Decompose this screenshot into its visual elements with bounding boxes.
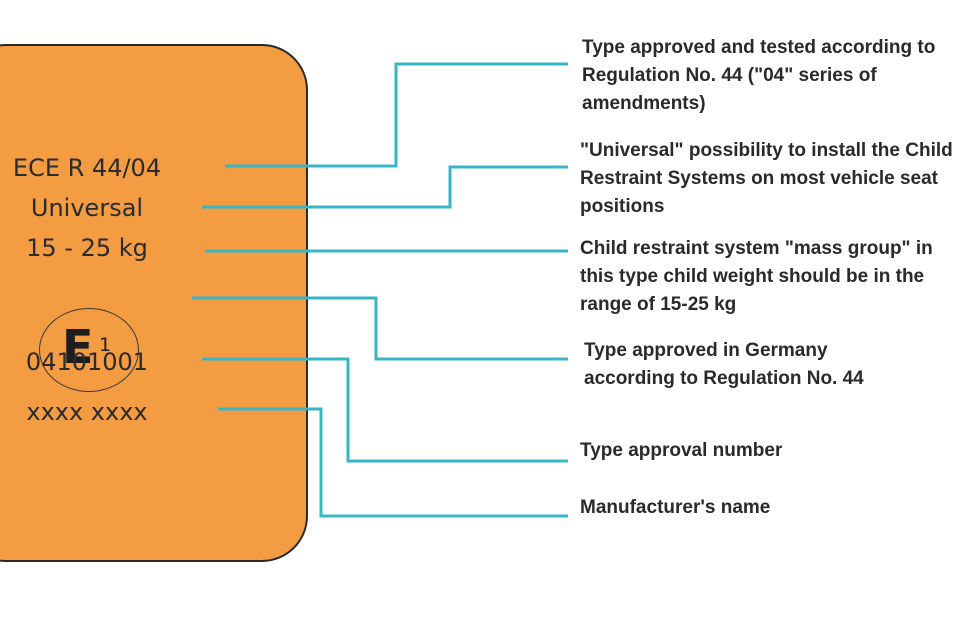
card-approval-number: 04101001	[25, 348, 149, 376]
leader-line-category	[202, 165, 568, 209]
card-manufacturer: xxxx xxxx	[26, 398, 148, 426]
description-manufacturer: Manufacturer's name	[580, 497, 771, 518]
leader-line-manufacturer	[218, 407, 568, 518]
approval-mark-letter: E	[62, 320, 94, 374]
description-approval-mark: Type approved in Germany according to Re…	[584, 340, 864, 389]
description-regulation: Type approved and tested according to Re…	[582, 37, 936, 114]
leader-line-approval-mark	[192, 296, 568, 361]
leader-lines	[192, 62, 568, 518]
card-regulation: ECE R 44/04	[12, 154, 162, 182]
leader-line-approval-number	[202, 357, 568, 463]
description-approval-number: Type approval number	[580, 440, 783, 461]
approval-mark-country-number: 1	[99, 334, 112, 356]
approval-mark-circle	[39, 308, 139, 392]
description-mass-range: Child restraint system "mass group" in t…	[580, 238, 933, 315]
card-mass-range: 15 - 25 kg	[26, 234, 148, 262]
leader-line-regulation	[225, 62, 568, 168]
approval-label-card: ECE R 44/04 Universal 15 - 25 kg E 1 041…	[0, 44, 308, 562]
card-category: Universal	[30, 194, 144, 222]
description-category: "Universal" possibility to install the C…	[580, 140, 953, 217]
